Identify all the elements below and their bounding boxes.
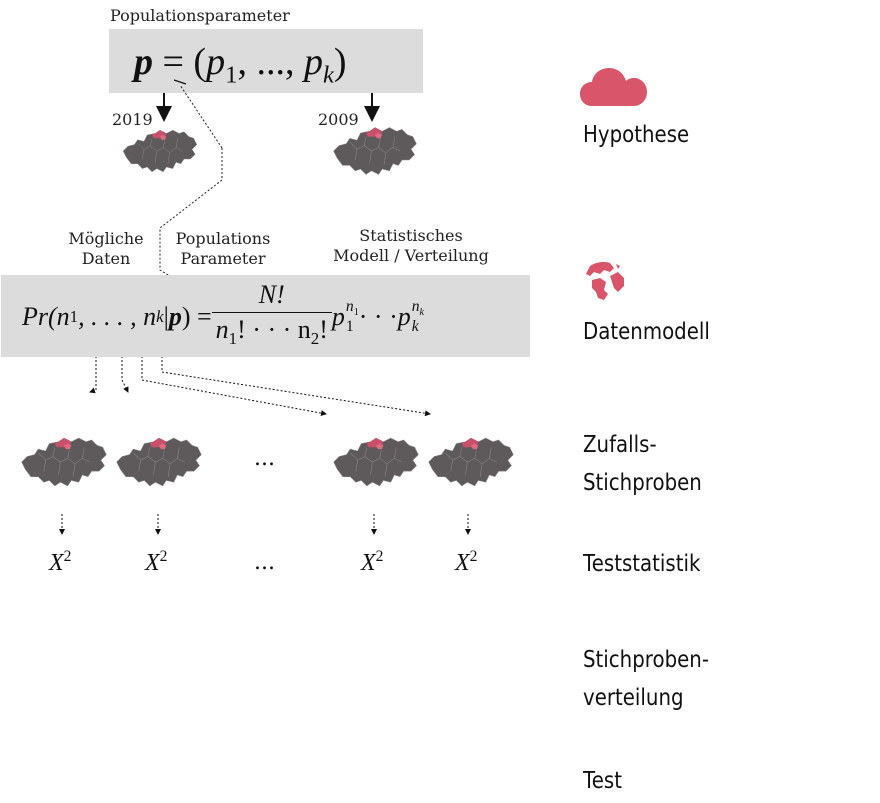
test-statistic-3: X2 [361, 548, 384, 576]
population-parameter-box [109, 29, 423, 93]
data-model-box [1, 275, 530, 357]
step-hypothese: Hypothese [583, 122, 690, 148]
year-2019-label: 2019 [112, 110, 153, 129]
step-stichproben-verteilung-2: verteilung [583, 685, 684, 711]
step-teststatistik: Teststatistik [583, 551, 701, 577]
step-datenmodell: Datenmodell [583, 319, 710, 345]
test-statistic-4: X2 [455, 548, 478, 576]
test-statistic-2: X2 [145, 548, 168, 576]
step-stichproben: Stichproben [583, 470, 702, 496]
population-parameter-formula: p = (p1, ..., pk) [134, 41, 347, 89]
globe-icon [582, 259, 626, 303]
step-zufalls: Zufalls- [583, 432, 657, 458]
statistics-ellipsis: ... [254, 550, 275, 575]
sample-map-icon [330, 424, 422, 500]
test-statistic-1: X2 [49, 548, 72, 576]
samples-ellipsis: ... [254, 446, 275, 471]
step-test: Test [583, 768, 622, 794]
cloud-icon [580, 68, 647, 106]
sample-map-icon [425, 424, 517, 500]
year-2009-label: 2009 [318, 110, 359, 129]
population-parameter-label: Populationsparameter [110, 6, 290, 25]
sample-map-icon [113, 424, 205, 500]
step-stichproben-verteilung-1: Stichproben- [583, 647, 709, 673]
sample-map-icon [18, 424, 110, 500]
